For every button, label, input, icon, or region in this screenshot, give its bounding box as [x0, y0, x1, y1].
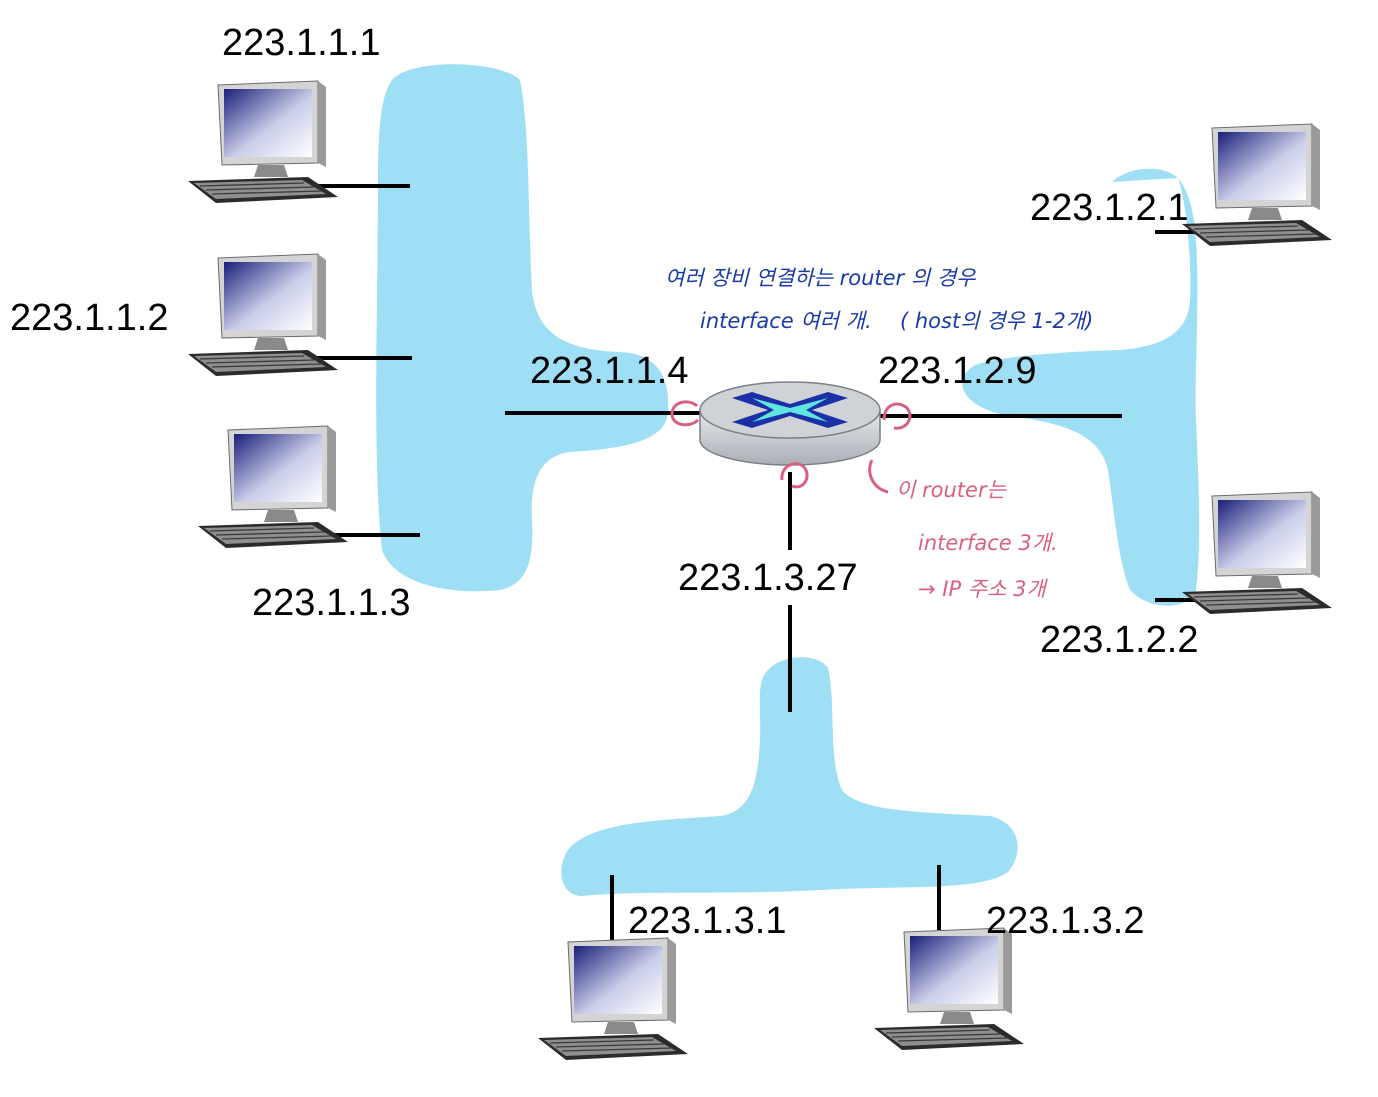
host-ip-223-1-3-2: 223.1.3.2	[986, 900, 1144, 942]
host-computer-icon-32	[873, 927, 1025, 1051]
router-ip-223-1-3-27: 223.1.3.27	[678, 557, 858, 599]
annotation-red-line1: 이 router는	[896, 478, 1008, 502]
host-computer-icon-3	[197, 425, 349, 549]
subnet-1-cloud	[376, 64, 669, 592]
host-computer-icon-31	[537, 937, 689, 1061]
host-ip-223-1-3-1: 223.1.3.1	[628, 900, 786, 942]
subnet-3-cloud	[561, 657, 1018, 896]
router-cross-icon	[732, 392, 848, 428]
interface-marker-bottom	[780, 462, 809, 489]
router-ip-223-1-2-9: 223.1.2.9	[878, 350, 1036, 392]
host-ip-223-1-1-2: 223.1.1.2	[10, 297, 168, 339]
host-computer-icon-1	[187, 80, 339, 204]
router-icon	[699, 381, 881, 466]
host-ip-223-1-1-1: 223.1.1.1	[222, 22, 380, 64]
router-ip-223-1-1-4: 223.1.1.4	[530, 350, 688, 392]
host-computer-icon-22	[1181, 491, 1333, 615]
annotation-blue-line1: 여러 장비 연결하는 router 의 경우	[665, 266, 976, 290]
interface-markers	[670, 400, 912, 494]
interface-marker-left	[670, 400, 700, 427]
annotation-red-line3: → IP 주소 3개	[918, 577, 1048, 601]
subnet-2-cloud	[962, 168, 1200, 606]
annotation-pointer	[868, 459, 889, 494]
host-computer-icon-21	[1181, 123, 1333, 247]
annotation-red-line2: interface 3개.	[918, 531, 1058, 555]
host-ip-223-1-2-1: 223.1.2.1	[1030, 187, 1188, 229]
interface-marker-right	[882, 402, 912, 430]
host-computer-icon-2	[187, 253, 339, 377]
annotation-blue-line3: ( host의 경우 1-2개)	[900, 309, 1093, 333]
host-ip-223-1-1-3: 223.1.1.3	[252, 582, 410, 624]
annotation-blue-line2: interface 여러 개.	[700, 309, 872, 333]
host-ip-223-1-2-2: 223.1.2.2	[1040, 619, 1198, 661]
